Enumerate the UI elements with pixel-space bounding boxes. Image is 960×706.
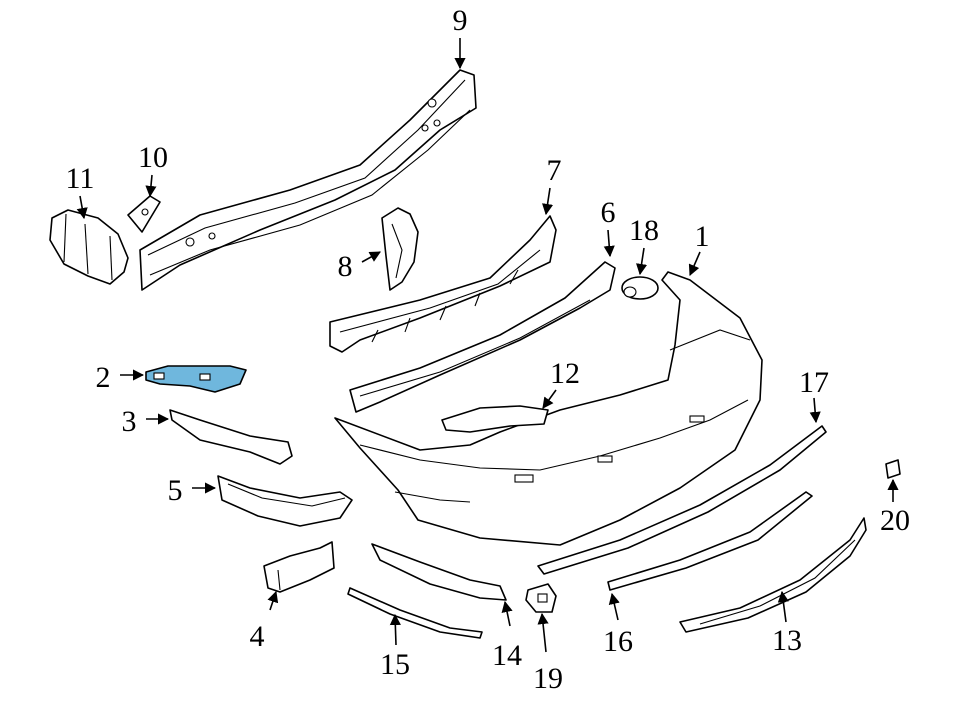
callout-1: 1 — [695, 220, 710, 253]
part-9-reinforcement-beam — [139, 69, 477, 291]
callout-19: 19 — [533, 662, 563, 695]
callout-5: 5 — [168, 474, 183, 507]
callout-12: 12 — [550, 357, 580, 390]
part-7-support-rail — [329, 215, 557, 353]
part-20-clip — [885, 459, 901, 479]
part-14-molding — [371, 543, 507, 601]
callout-20: 20 — [880, 504, 910, 537]
part-10-bracket — [127, 195, 161, 233]
callout-6: 6 — [601, 196, 616, 229]
part-16-strip — [607, 491, 813, 591]
callout-4: 4 — [250, 620, 265, 653]
part-4-mount — [263, 541, 335, 593]
part-3-bracket — [169, 409, 293, 465]
part-5-corner-bracket — [217, 475, 353, 527]
part-17-trim-strip — [537, 425, 827, 575]
part-11-absorber — [49, 209, 129, 285]
part-12-trim — [441, 405, 549, 433]
part-18-sensor — [621, 276, 659, 300]
callout-13: 13 — [772, 624, 802, 657]
part-1-bumper-cover — [334, 271, 763, 546]
callout-9: 9 — [453, 4, 468, 37]
callout-7: 7 — [547, 154, 562, 187]
callout-15: 15 — [380, 648, 410, 681]
part-6-lower-rail — [349, 261, 616, 413]
callout-3: 3 — [122, 405, 137, 438]
callout-10: 10 — [138, 141, 168, 174]
callout-16: 16 — [603, 625, 633, 658]
callout-18: 18 — [629, 214, 659, 247]
callout-11: 11 — [66, 162, 95, 195]
callout-2: 2 — [96, 361, 111, 394]
part-13-grille-strip — [679, 517, 867, 633]
part-19-reflector — [525, 583, 557, 613]
callout-17: 17 — [799, 366, 829, 399]
callout-arrows — [76, 38, 899, 653]
part-2-bracket-highlighted — [145, 365, 247, 393]
callout-8: 8 — [338, 250, 353, 283]
part-15-strip — [347, 587, 483, 639]
callout-14: 14 — [492, 639, 522, 672]
callout-labels: 1 2 3 4 5 6 7 8 9 10 11 12 13 14 15 16 1… — [66, 4, 910, 695]
part-8-side-bracket — [381, 207, 419, 291]
